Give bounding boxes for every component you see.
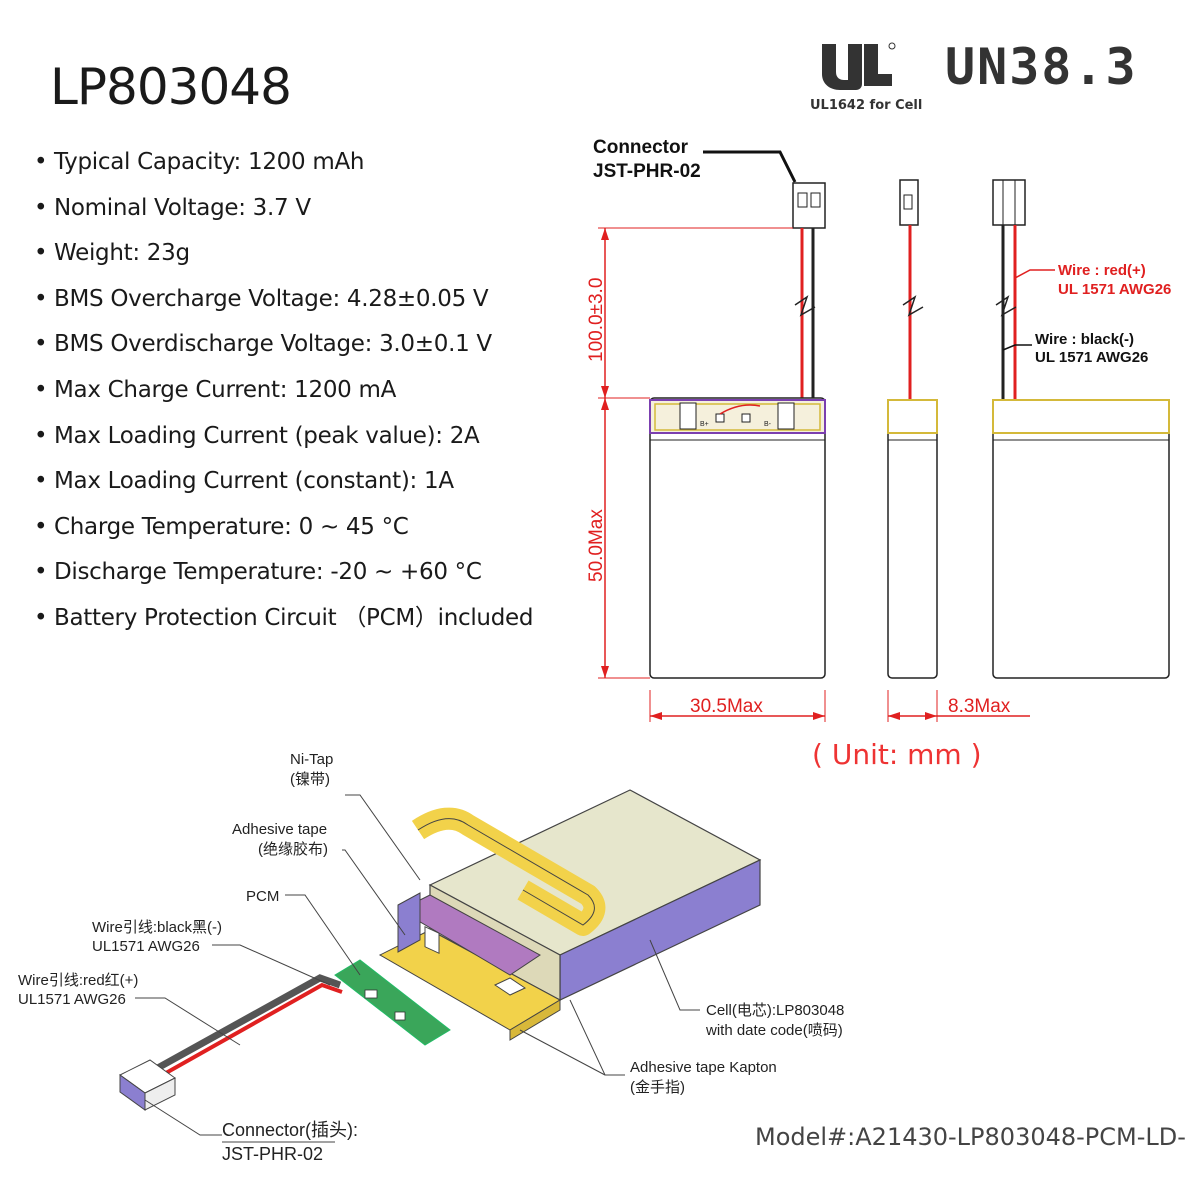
unit-note: ( Unit: mm ) <box>812 738 982 771</box>
label-cell-date: with date code(喷码) <box>705 1022 843 1039</box>
connector-label: Connector <box>593 137 689 158</box>
cell-front-view <box>649 397 826 679</box>
cell-side-view <box>887 399 938 679</box>
dim-thickness: 8.3Max <box>948 696 1011 717</box>
ul-logo <box>822 42 896 90</box>
wire-black-spec: UL 1571 AWG26 <box>1035 349 1148 366</box>
spec-item: •BMS Overdischarge Voltage: 3.0±0.1 V <box>34 331 492 358</box>
label-adhesive: Adhesive tape <box>232 821 327 838</box>
label-connector-part: JST-PHR-02 <box>222 1144 323 1164</box>
wire-red-exploded <box>149 982 343 1084</box>
cell-rear-view <box>992 399 1170 679</box>
dim-wire-length: 100.0±3.0 <box>586 278 607 362</box>
label-cell: Cell(电芯):LP803048 <box>706 1002 844 1019</box>
wire-red-spec: UL 1571 AWG26 <box>1058 281 1171 298</box>
spec-item: •Max Charge Current: 1200 mA <box>34 376 397 403</box>
connector-leader <box>703 150 797 183</box>
label-kapton: Adhesive tape Kapton <box>630 1059 777 1076</box>
spec-item: •Weight: 23g <box>34 240 190 267</box>
spec-item: •Discharge Temperature: -20 ~ +60 °C <box>34 559 482 586</box>
spec-item: •Battery Protection Circuit （PCM）include… <box>34 604 534 631</box>
un383-mark: UN38.3 <box>945 38 1138 96</box>
connector-rear <box>992 179 1026 226</box>
pcm-board <box>334 959 451 1046</box>
label-kapton-cn: (金手指) <box>630 1079 685 1096</box>
model-number: Model#:A21430-LP803048-PCM-LD- <box>755 1123 1186 1151</box>
wire-black-exploded <box>143 974 342 1079</box>
spec-item: •BMS Overcharge Voltage: 4.28±0.05 V <box>34 285 489 312</box>
pcm-top-front <box>649 399 826 434</box>
label-wire-black: Wire引线:black黑(-) <box>92 919 222 936</box>
spec-item: •Charge Temperature: 0 ~ 45 °C <box>34 513 409 540</box>
connector-label-part: JST-PHR-02 <box>593 161 701 182</box>
wire-black-label: Wire : black(-) <box>1035 331 1134 348</box>
spec-item: •Max Loading Current (peak value): 2A <box>34 422 480 449</box>
pcb-b-minus: B- <box>764 421 772 428</box>
label-wire-black-spec: UL1571 AWG26 <box>92 938 200 955</box>
spec-item: •Typical Capacity: 1200 mAh <box>34 149 365 175</box>
spec-item: •Max Loading Current (constant): 1A <box>34 468 454 495</box>
ul-caption: UL1642 for Cell <box>810 98 923 113</box>
dim-width: 30.5Max <box>690 696 763 717</box>
label-wire-red-spec: UL1571 AWG26 <box>18 991 126 1008</box>
label-pcm: PCM <box>246 888 279 905</box>
product-title: LP803048 <box>50 58 292 116</box>
spec-item: •Nominal Voltage: 3.7 V <box>34 194 311 221</box>
dim-height: 50.0Max <box>586 509 607 582</box>
label-ni-tap-cn: (镍带) <box>290 770 330 788</box>
label-wire-red: Wire引线:red红(+) <box>18 972 138 989</box>
label-ni-tap: Ni-Tap <box>290 751 333 768</box>
label-connector: Connector(插头): <box>222 1120 358 1140</box>
wire-red-label: Wire : red(+) <box>1058 262 1146 279</box>
label-adhesive-cn: (绝缘胶布) <box>258 841 328 858</box>
spec-list: •Typical Capacity: 1200 mAh •Nominal Vol… <box>34 140 533 642</box>
exploded-view: Ni-Tap (镍带) Adhesive tape (绝缘胶布) PCM Wir… <box>18 751 844 1164</box>
pcb-b-plus: B+ <box>700 421 709 428</box>
technical-drawing: Connector JST-PHR-02 100.0±3.0 50.0Max B… <box>586 137 1171 722</box>
